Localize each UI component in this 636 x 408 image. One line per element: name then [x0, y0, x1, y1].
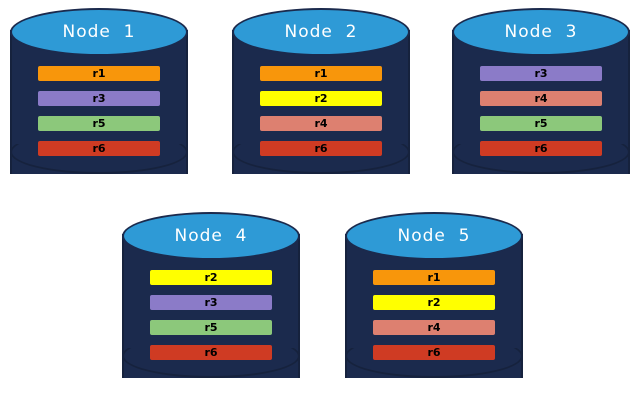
- replica-bar-r3[interactable]: r3: [480, 66, 602, 81]
- node-label: Node 3: [504, 22, 578, 42]
- replica-bar-r4[interactable]: r4: [480, 91, 602, 106]
- replica-bar-r3[interactable]: r3: [38, 91, 160, 106]
- node-label: Node 5: [397, 226, 471, 246]
- replica-list: r1 r2 r4 r6: [260, 66, 382, 156]
- replica-bar-r6[interactable]: r6: [480, 141, 602, 156]
- database-node-2[interactable]: Node 2 r1 r2 r4 r6: [232, 8, 410, 196]
- node-label: Node 1: [62, 22, 136, 42]
- replica-bar-r5[interactable]: r5: [480, 116, 602, 131]
- replica-bar-r4[interactable]: r4: [373, 320, 495, 335]
- node-label: Node 4: [174, 226, 248, 246]
- replica-list: r3 r4 r5 r6: [480, 66, 602, 156]
- replica-list: r2 r3 r5 r6: [150, 270, 272, 360]
- database-node-1[interactable]: Node 1 r1 r3 r5 r6: [10, 8, 188, 196]
- replica-bar-r6[interactable]: r6: [38, 141, 160, 156]
- replica-bar-r5[interactable]: r5: [38, 116, 160, 131]
- node-label: Node 2: [284, 22, 358, 42]
- cylinder-top-ellipse: [452, 8, 630, 56]
- cylinder-top-ellipse: [10, 8, 188, 56]
- replica-bar-r3[interactable]: r3: [150, 295, 272, 310]
- replica-bar-r5[interactable]: r5: [150, 320, 272, 335]
- replica-list: r1 r3 r5 r6: [38, 66, 160, 156]
- replica-bar-r2[interactable]: r2: [150, 270, 272, 285]
- replica-bar-r1[interactable]: r1: [373, 270, 495, 285]
- replica-bar-r6[interactable]: r6: [373, 345, 495, 360]
- database-node-5[interactable]: Node 5 r1 r2 r4 r6: [345, 212, 523, 400]
- cylinder-top-ellipse: [122, 212, 300, 260]
- replica-list: r1 r2 r4 r6: [373, 270, 495, 360]
- replica-bar-r4[interactable]: r4: [260, 116, 382, 131]
- replica-bar-r6[interactable]: r6: [150, 345, 272, 360]
- cylinder-top-ellipse: [345, 212, 523, 260]
- replica-bar-r2[interactable]: r2: [373, 295, 495, 310]
- cylinder-top-ellipse: [232, 8, 410, 56]
- database-node-4[interactable]: Node 4 r2 r3 r5 r6: [122, 212, 300, 400]
- replica-bar-r6[interactable]: r6: [260, 141, 382, 156]
- replica-bar-r1[interactable]: r1: [38, 66, 160, 81]
- database-node-3[interactable]: Node 3 r3 r4 r5 r6: [452, 8, 630, 196]
- replica-bar-r2[interactable]: r2: [260, 91, 382, 106]
- replica-bar-r1[interactable]: r1: [260, 66, 382, 81]
